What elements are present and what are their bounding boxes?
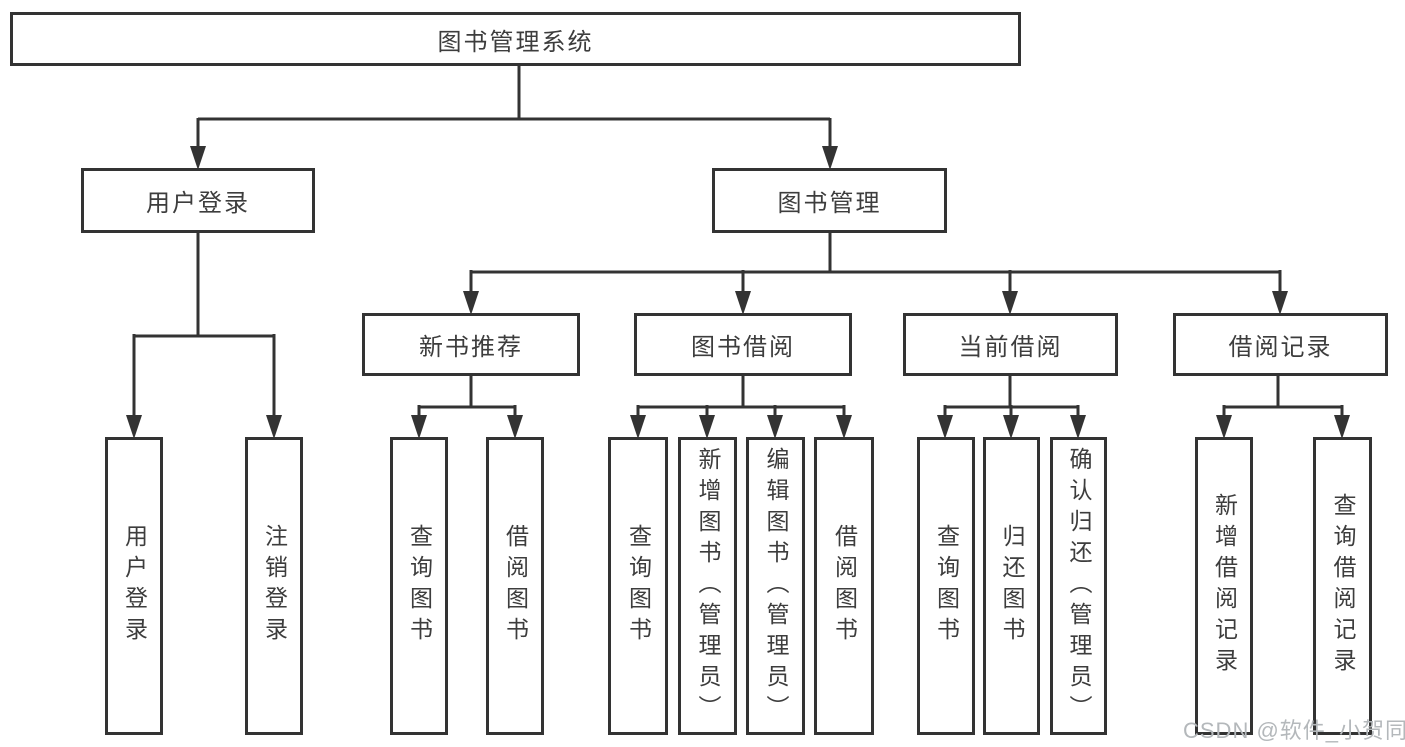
node-library-management-system: 图书管理系统 xyxy=(10,12,1021,66)
leaf-add-books-admin: 新增图书（管理员） xyxy=(678,437,737,735)
leaf-query-borrow-record: 查询借阅记录 xyxy=(1313,437,1372,735)
leaf-edit-books-admin-label: 编辑图书（管理员） xyxy=(763,446,789,726)
leaf-confirm-return-admin: 确认归还（管理员） xyxy=(1050,437,1107,735)
leaf-borrow-books-recommend: 借阅图书 xyxy=(486,437,544,735)
leaf-user-login: 用户登录 xyxy=(105,437,163,735)
leaf-add-borrow-record: 新增借阅记录 xyxy=(1195,437,1253,735)
leaf-query-borrow-record-label: 查询借阅记录 xyxy=(1330,493,1356,679)
leaf-borrow-books-label: 借阅图书 xyxy=(831,524,858,648)
node-current-borrow: 当前借阅 xyxy=(903,313,1118,376)
leaf-return-books-label: 归还图书 xyxy=(999,524,1025,648)
leaf-query-books-current-label: 查询图书 xyxy=(933,524,960,648)
node-book-borrow: 图书借阅 xyxy=(634,313,852,376)
leaf-confirm-return-admin-label: 确认归还（管理员） xyxy=(1066,446,1092,726)
leaf-edit-books-admin: 编辑图书（管理员） xyxy=(746,437,805,735)
leaf-query-books-current: 查询图书 xyxy=(917,437,975,735)
leaf-logout-label: 注销登录 xyxy=(261,524,288,648)
node-book-management: 图书管理 xyxy=(712,168,947,233)
leaf-logout: 注销登录 xyxy=(245,437,303,735)
leaf-query-books-recommend-label: 查询图书 xyxy=(406,524,433,648)
leaf-borrow-books: 借阅图书 xyxy=(814,437,874,735)
leaf-query-books-borrow: 查询图书 xyxy=(608,437,668,735)
leaf-add-books-admin-label: 新增图书（管理员） xyxy=(695,446,721,726)
leaf-return-books: 归还图书 xyxy=(983,437,1040,735)
node-new-book-recommend: 新书推荐 xyxy=(362,313,580,376)
leaf-query-books-borrow-label: 查询图书 xyxy=(625,524,652,648)
leaf-query-books-recommend: 查询图书 xyxy=(390,437,448,735)
node-user-login: 用户登录 xyxy=(81,168,315,233)
leaf-user-login-label: 用户登录 xyxy=(121,524,148,648)
leaf-borrow-books-recommend-label: 借阅图书 xyxy=(502,524,529,648)
leaf-add-borrow-record-label: 新增借阅记录 xyxy=(1211,493,1238,679)
csdn-watermark: CSDN @软件_小贺同学 xyxy=(1183,718,1405,743)
arrowheads xyxy=(126,146,1350,439)
node-borrow-records: 借阅记录 xyxy=(1173,313,1388,376)
